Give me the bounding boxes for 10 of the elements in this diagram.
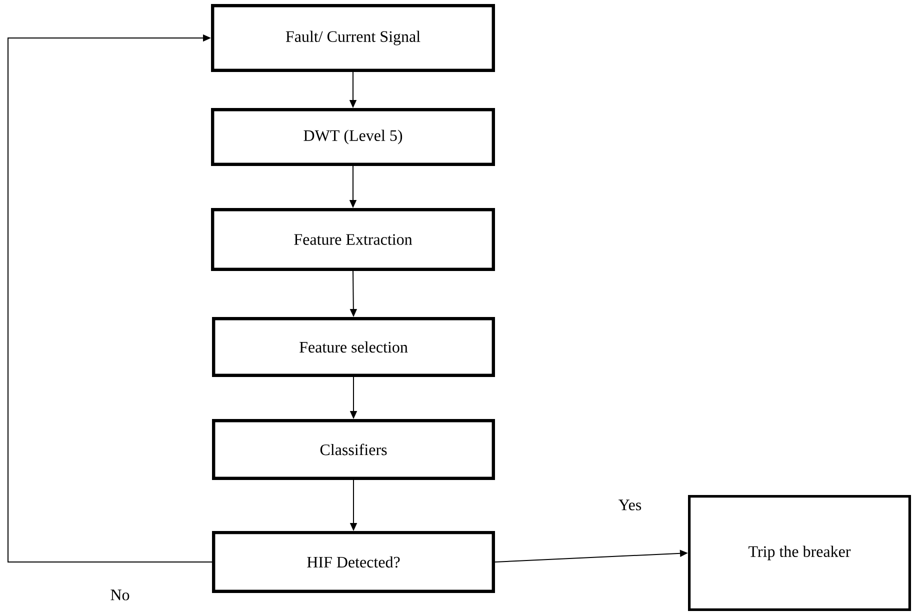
process-box: Feature Extraction: [211, 208, 495, 271]
process-box: DWT (Level 5): [211, 108, 495, 166]
process-box: Fault/ Current Signal: [211, 4, 495, 72]
process-box: Feature selection: [212, 316, 495, 377]
process-box: Trip the breaker: [688, 494, 911, 611]
process-box: Classifiers: [212, 418, 495, 480]
arrow: [8, 34, 212, 562]
edge-label: Yes: [617, 498, 643, 512]
decision-box: HIF Detected?: [212, 530, 495, 593]
edge-label: No: [109, 588, 131, 602]
